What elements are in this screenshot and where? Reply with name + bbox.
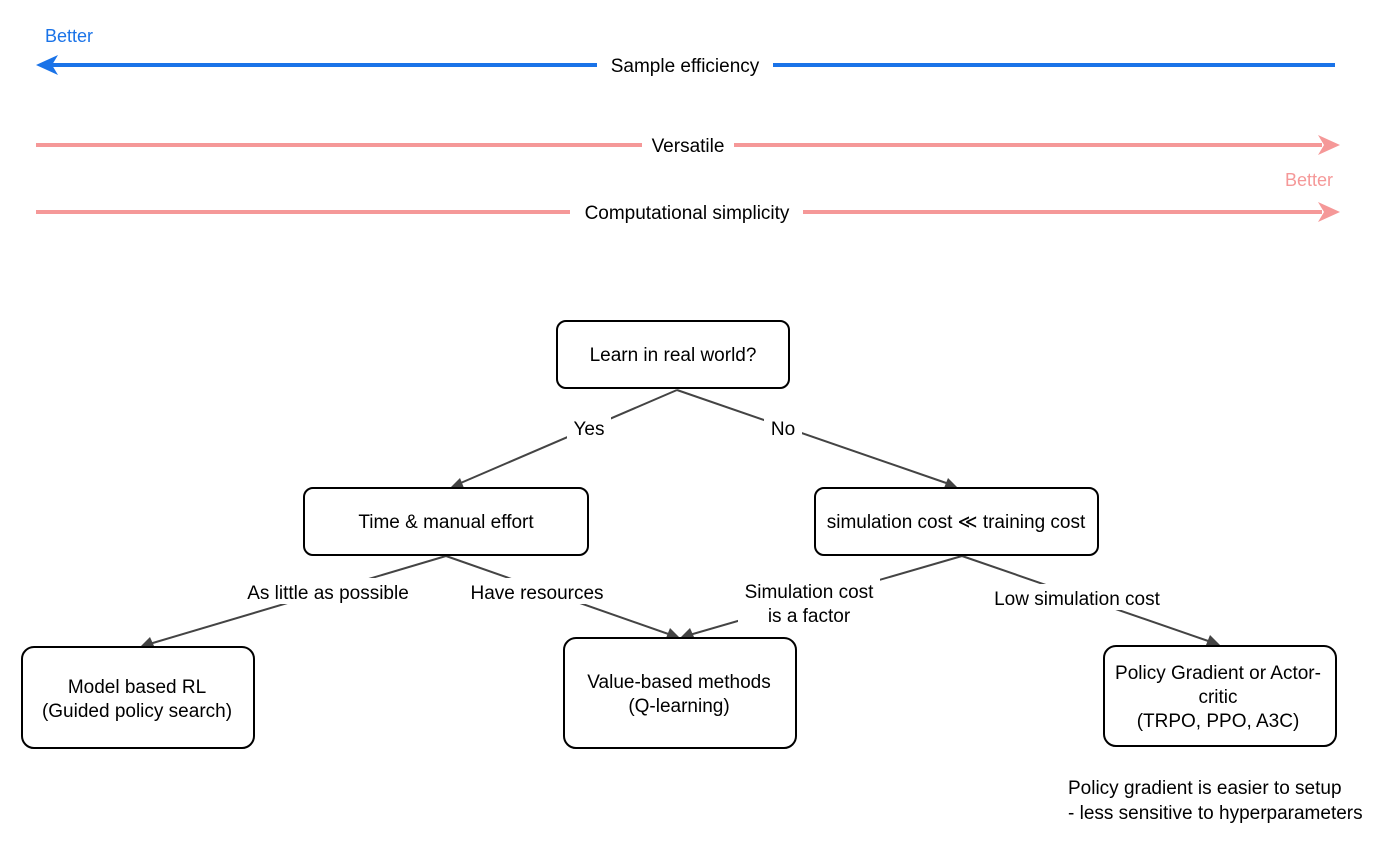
edge-low-sim-label-bg bbox=[984, 584, 1170, 610]
scale-versatile: Versatile bbox=[36, 135, 1340, 157]
sample-efficiency-label: Sample efficiency bbox=[611, 56, 760, 77]
edge-no-arrowhead bbox=[944, 478, 958, 488]
node-policy-gradient-text-line3: (TRPO, PPO, A3C) bbox=[1137, 711, 1300, 732]
node-time-effort-text: Time & manual effort bbox=[358, 512, 534, 533]
sample-efficiency-arrowhead bbox=[36, 55, 58, 75]
edge-yes-label: Yes bbox=[574, 419, 605, 440]
versatile-arrowhead bbox=[1318, 135, 1340, 155]
edge-sim-factor-label-line2: is a factor bbox=[768, 606, 851, 627]
edge-no bbox=[676, 389, 953, 486]
node-sim-cost-box bbox=[814, 487, 1099, 556]
computational-simplicity-label: Computational simplicity bbox=[585, 203, 790, 224]
tree-edges: Yes No As little as possible Have resour… bbox=[140, 389, 1220, 647]
edge-sim-factor-arrowhead bbox=[680, 628, 694, 638]
edge-have-resources-arrowhead bbox=[666, 628, 680, 638]
edge-low-sim-label: Low simulation cost bbox=[994, 589, 1161, 610]
node-policy-gradient-box bbox=[1103, 645, 1337, 747]
edge-no-label-bg bbox=[764, 414, 802, 440]
sample-efficiency-better-label: Better bbox=[45, 26, 93, 46]
node-model-based: Model based RL (Guided policy search) bbox=[21, 646, 255, 749]
edge-have-resources-label-bg bbox=[462, 578, 612, 604]
edge-yes bbox=[455, 389, 678, 486]
node-value-based-text-line2: (Q-learning) bbox=[628, 696, 729, 717]
node-model-based-box bbox=[21, 646, 255, 749]
policy-gradient-note: Policy gradient is easier to setup - les… bbox=[1068, 778, 1363, 824]
node-sim-cost-text: simulation cost ≪ training cost bbox=[827, 512, 1086, 533]
scale-computational-simplicity: Better Computational simplicity bbox=[36, 170, 1340, 224]
node-sim-cost: simulation cost ≪ training cost bbox=[814, 487, 1099, 556]
node-learn-real-world-box bbox=[556, 320, 790, 389]
note-line2: - less sensitive to hyperparameters bbox=[1068, 803, 1363, 824]
edge-have-resources-label: Have resources bbox=[470, 583, 603, 604]
node-learn-real-world-text: Learn in real world? bbox=[590, 345, 757, 366]
node-policy-gradient-text-line1: Policy Gradient or Actor- bbox=[1115, 663, 1321, 684]
node-learn-real-world: Learn in real world? bbox=[556, 320, 790, 389]
scale-sample-efficiency: Better Sample efficiency bbox=[36, 26, 1335, 77]
node-value-based-text-line1: Value-based methods bbox=[587, 672, 770, 693]
versatile-label: Versatile bbox=[652, 136, 725, 157]
node-policy-gradient-text-line2: critic bbox=[1198, 687, 1237, 708]
node-time-effort-box bbox=[303, 487, 589, 556]
edge-yes-arrowhead bbox=[450, 478, 464, 488]
edge-low-sim-arrowhead bbox=[1206, 635, 1220, 645]
edge-no-label: No bbox=[771, 419, 795, 440]
computational-simplicity-better-label: Better bbox=[1285, 170, 1333, 190]
edge-sim-factor-label-line1: Simulation cost bbox=[745, 582, 875, 603]
node-value-based-box bbox=[563, 637, 797, 749]
node-time-effort: Time & manual effort bbox=[303, 487, 589, 556]
computational-simplicity-arrowhead bbox=[1318, 202, 1340, 222]
node-model-based-text-line1: Model based RL bbox=[68, 677, 206, 698]
edge-sim-factor-label-bg bbox=[738, 577, 880, 627]
note-line1: Policy gradient is easier to setup bbox=[1068, 778, 1342, 799]
edge-as-little-label-bg bbox=[238, 578, 418, 604]
node-value-based: Value-based methods (Q-learning) bbox=[563, 637, 797, 749]
node-model-based-text-line2: (Guided policy search) bbox=[42, 701, 232, 722]
edge-yes-label-bg bbox=[567, 414, 611, 440]
edge-as-little-arrowhead bbox=[140, 637, 154, 647]
edge-as-little-label: As little as possible bbox=[247, 583, 409, 604]
node-policy-gradient: Policy Gradient or Actor- critic (TRPO, … bbox=[1103, 645, 1337, 747]
